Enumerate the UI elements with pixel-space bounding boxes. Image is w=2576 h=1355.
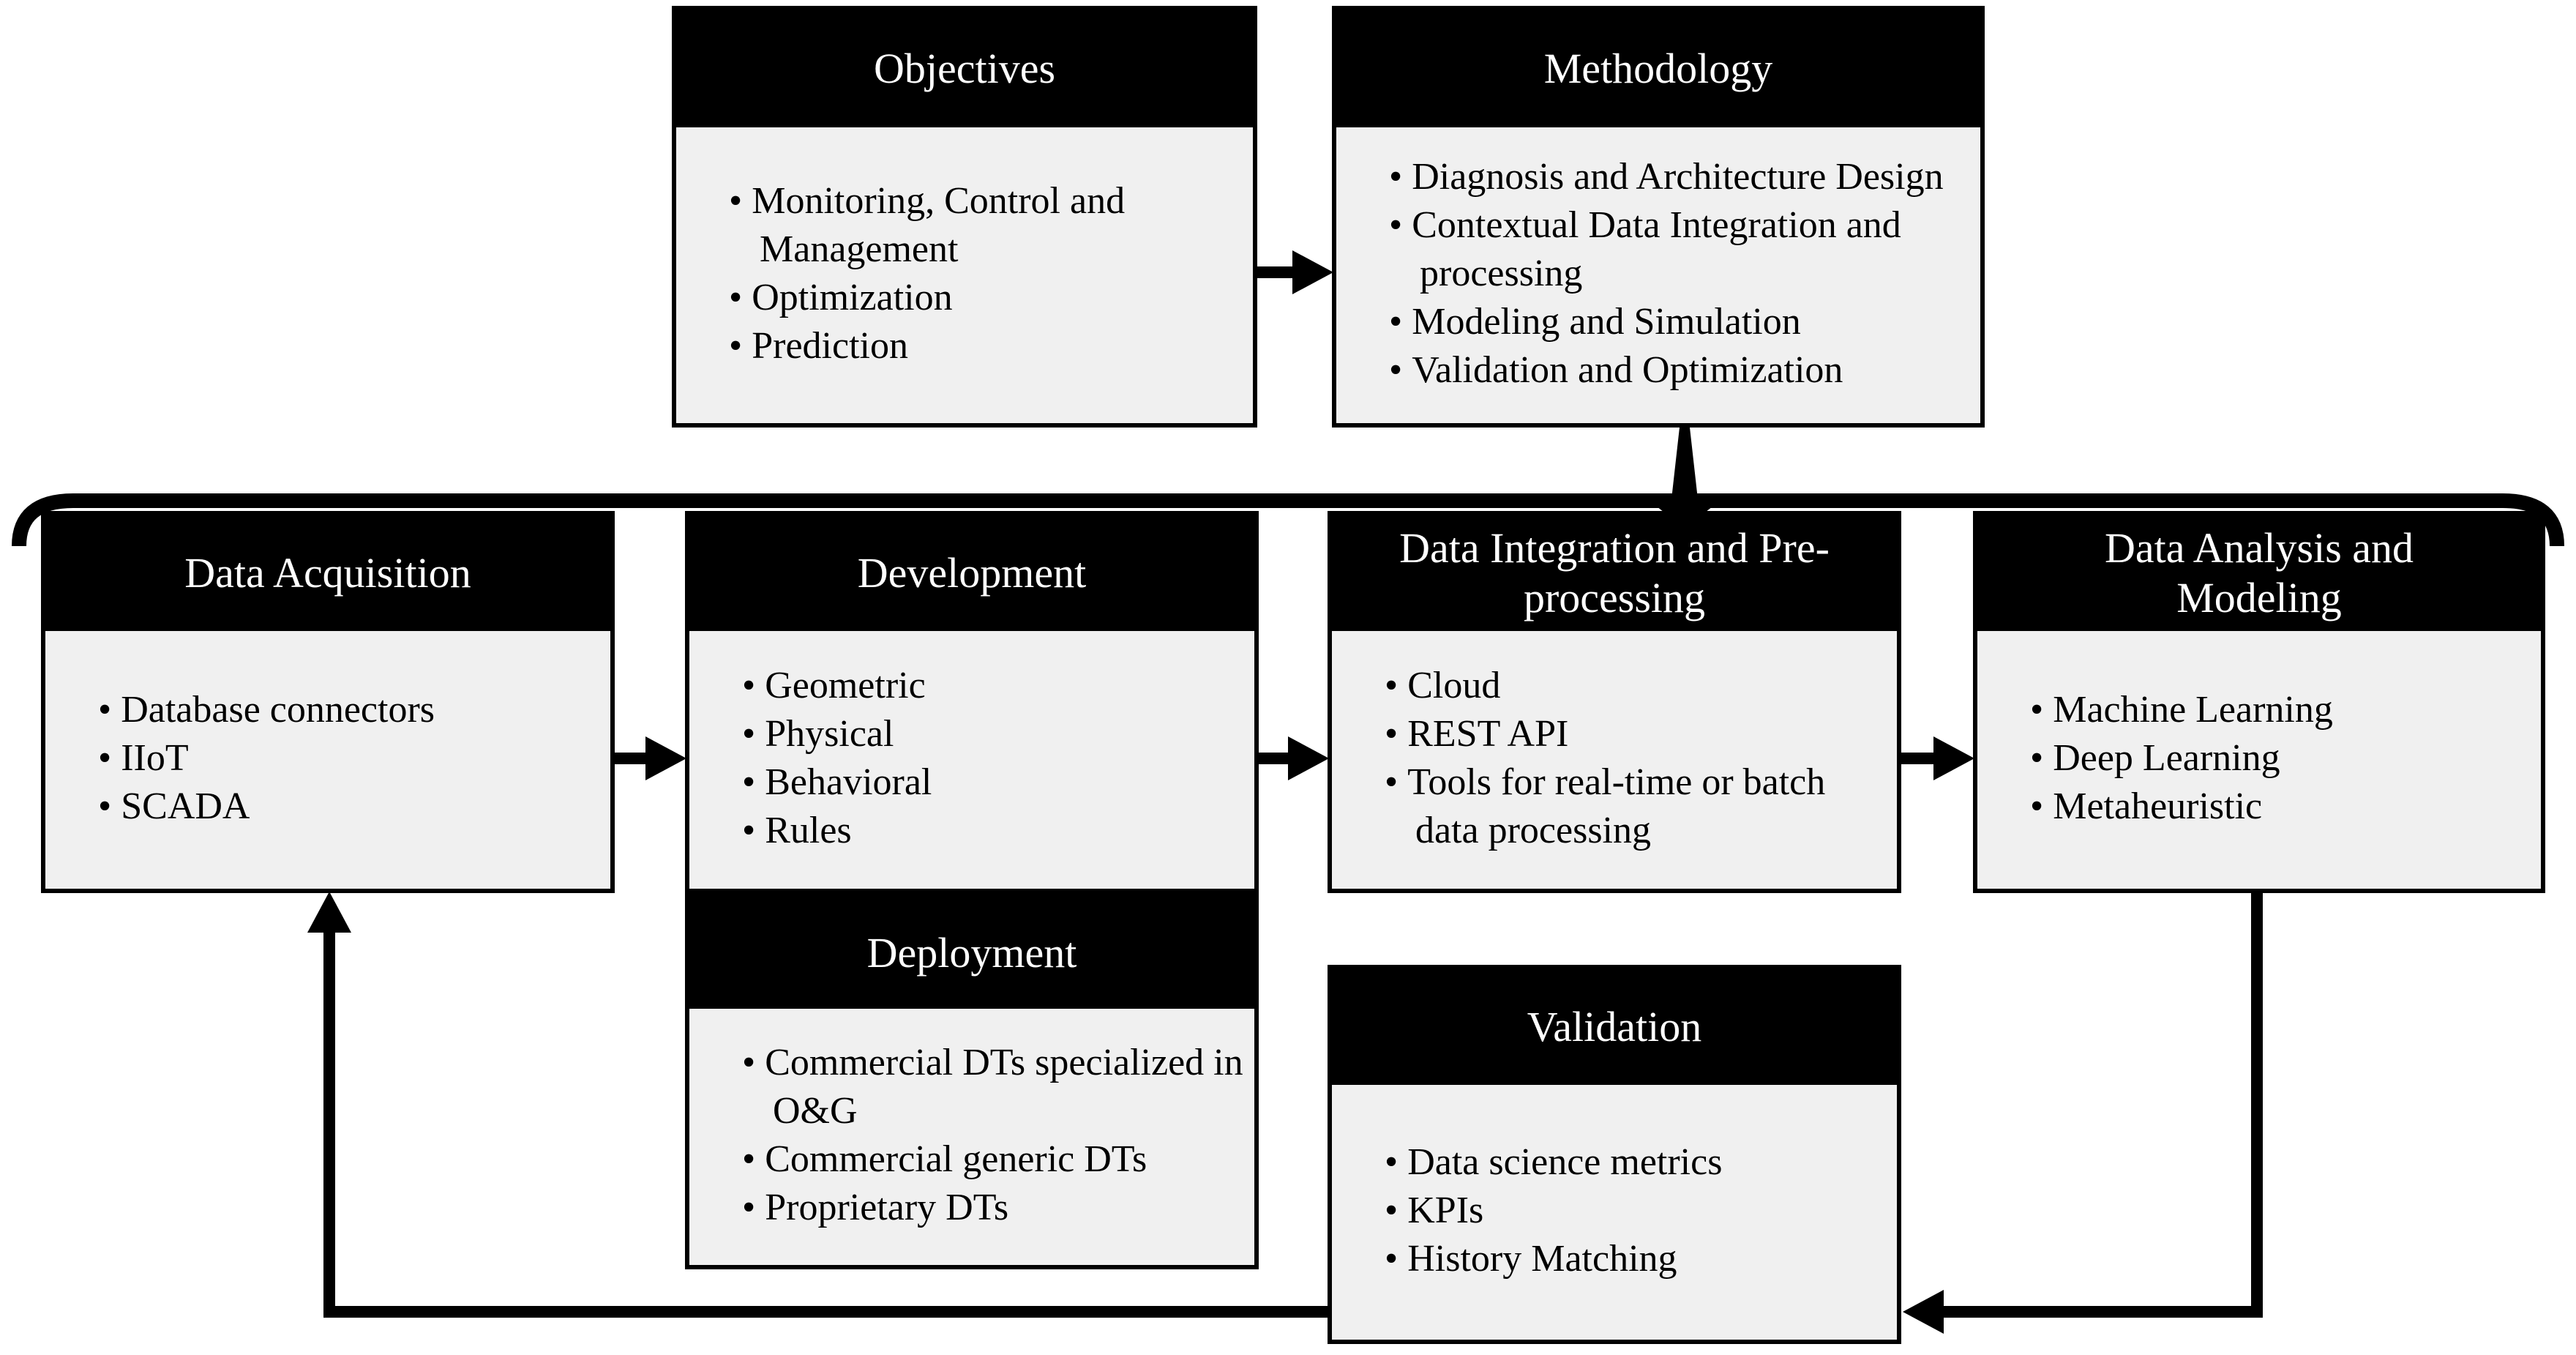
- data-integration-header: Data Integration and Pre-processing: [1332, 515, 1897, 631]
- list-item: Metaheuristic: [1977, 783, 2535, 831]
- data-analysis-title: Data Analysis and Modeling: [2104, 523, 2414, 621]
- development-title: Development: [857, 548, 1087, 597]
- objectives-title: Objectives: [873, 44, 1056, 92]
- list-item: Behavioral: [689, 758, 1248, 807]
- list-item: Tools for real-time or batch data proces…: [1332, 758, 1891, 855]
- list-item: Commercial generic DTs: [689, 1135, 1248, 1184]
- list-item: Diagnosis and Architecture Design: [1336, 153, 1974, 201]
- list-item: SCADA: [45, 783, 604, 831]
- methodology-box: Methodology Diagnosis and Architecture D…: [1332, 6, 1985, 428]
- methodology-title: Methodology: [1543, 44, 1773, 92]
- list-item: Data science metrics: [1332, 1138, 1891, 1187]
- list-item: Physical: [689, 710, 1248, 758]
- list-item: Optimization: [676, 274, 1247, 322]
- methodology-header: Methodology: [1336, 10, 1980, 127]
- list-item: IIoT: [45, 734, 604, 783]
- data-analysis-box: Data Analysis and Modeling Machine Learn…: [1973, 511, 2545, 893]
- objectives-box: Objectives Monitoring, Control and Manag…: [672, 6, 1257, 428]
- arrow-acquisition-to-development: [613, 736, 686, 780]
- list-item: Modeling and Simulation: [1336, 298, 1974, 346]
- validation-box: Validation Data science metrics KPIs His…: [1328, 965, 1901, 1344]
- data-integration-box: Data Integration and Pre-processing Clou…: [1328, 511, 1901, 893]
- data-acquisition-title: Data Acquisition: [184, 548, 471, 597]
- data-integration-body: Cloud REST API Tools for real-time or ba…: [1332, 631, 1897, 889]
- development-box: Development Geometric Physical Behaviora…: [685, 511, 1259, 893]
- arrow-development-to-integration: [1257, 736, 1329, 780]
- data-acquisition-box: Data Acquisition Database connectors IIo…: [41, 511, 615, 893]
- list-item: Database connectors: [45, 686, 604, 734]
- validation-header: Validation: [1332, 969, 1897, 1085]
- deployment-title: Deployment: [866, 928, 1077, 977]
- data-analysis-header: Data Analysis and Modeling: [1977, 515, 2541, 631]
- deployment-body: Commercial DTs specialized in O&G Commer…: [689, 1009, 1254, 1265]
- data-analysis-body: Machine Learning Deep Learning Metaheuri…: [1977, 631, 2541, 889]
- list-item: Proprietary DTs: [689, 1184, 1248, 1232]
- list-item: Monitoring, Control and Management: [676, 177, 1247, 274]
- arrow-integration-to-analysis: [1900, 736, 1974, 780]
- data-acquisition-header: Data Acquisition: [45, 515, 610, 631]
- development-header: Development: [689, 515, 1254, 631]
- list-item: Contextual Data Integration and processi…: [1336, 201, 1974, 298]
- list-item: Deep Learning: [1977, 734, 2535, 783]
- validation-body: Data science metrics KPIs History Matchi…: [1332, 1085, 1897, 1340]
- list-item: REST API: [1332, 710, 1891, 758]
- arrow-objectives-to-methodology: [1257, 250, 1333, 294]
- data-integration-title: Data Integration and Pre-processing: [1399, 523, 1830, 621]
- objectives-header: Objectives: [676, 10, 1253, 127]
- methodology-body: Diagnosis and Architecture Design Contex…: [1336, 127, 1980, 423]
- objectives-body: Monitoring, Control and Management Optim…: [676, 127, 1253, 423]
- list-item: Validation and Optimization: [1336, 346, 1974, 395]
- deployment-header: Deployment: [689, 897, 1254, 1009]
- development-body: Geometric Physical Behavioral Rules: [689, 631, 1254, 889]
- list-item: Rules: [689, 807, 1248, 855]
- validation-title: Validation: [1527, 1002, 1702, 1050]
- arrow-analysis-to-validation: [1903, 892, 2263, 1334]
- list-item: Prediction: [676, 322, 1247, 370]
- list-item: History Matching: [1332, 1235, 1891, 1283]
- list-item: Commercial DTs specialized in O&G: [689, 1039, 1248, 1135]
- list-item: Geometric: [689, 662, 1248, 710]
- list-item: Machine Learning: [1977, 686, 2535, 734]
- list-item: KPIs: [1332, 1187, 1891, 1235]
- data-acquisition-body: Database connectors IIoT SCADA: [45, 631, 610, 889]
- list-item: Cloud: [1332, 662, 1891, 710]
- deployment-box: Deployment Commercial DTs specialized in…: [685, 893, 1259, 1269]
